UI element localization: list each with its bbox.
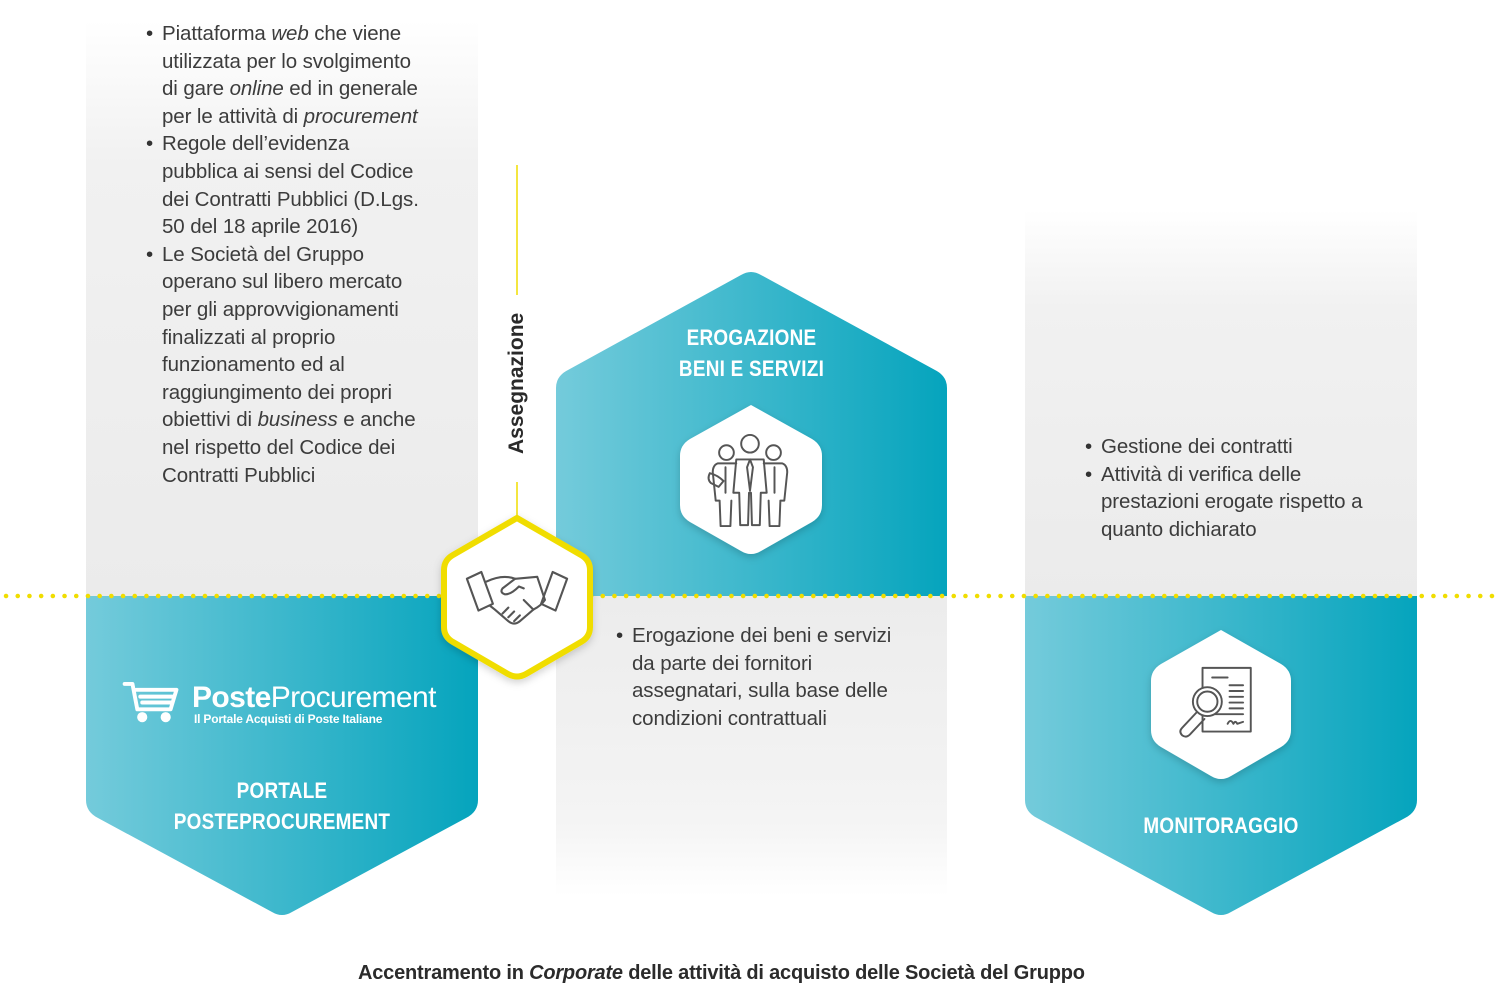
right-bullet-2: Attività di verifica delle prestazioni e… — [1085, 461, 1365, 544]
left-title-line-1: PORTALE — [236, 778, 328, 803]
middle-bullet-list: Erogazione dei beni e servizi da parte d… — [616, 622, 908, 732]
handshake-hexagon — [441, 514, 593, 680]
left-bullet-2: Regole dell’evidenza pubblica ai sensi d… — [146, 130, 426, 240]
left-title-line-2: POSTEPROCUREMENT — [173, 809, 391, 834]
logo-text-bold: Poste — [192, 681, 271, 714]
right-title: MONITORAGGIO — [1143, 813, 1299, 838]
right-bullet-1: Gestione dei contratti — [1085, 433, 1365, 461]
middle-bullet-1: Erogazione dei beni e servizi da parte d… — [616, 622, 908, 732]
middle-title-line-1: EROGAZIONE — [686, 325, 817, 350]
logo-text-light: Procurement — [270, 681, 437, 714]
left-teal-shape — [86, 596, 478, 915]
diagram-caption: Accentramento in Corporate delle attivit… — [358, 962, 1085, 984]
assegnazione-label: Assegnazione — [505, 312, 528, 454]
shopping-cart-icon — [122, 681, 179, 723]
left-bullet-1: Piattaforma web che viene utilizzata per… — [146, 20, 426, 130]
posteprocurement-logo-subtitle: Il Portale Acquisti di Poste Italiane — [194, 712, 383, 726]
left-title: PORTALE POSTEPROCUREMENT — [134, 775, 430, 837]
left-bullet-list: Piattaforma web che viene utilizzata per… — [146, 20, 426, 489]
people-group-icon — [707, 433, 789, 528]
handshake-icon — [465, 570, 569, 625]
document-magnifier-icon — [1179, 666, 1252, 738]
left-bullet-3: Le Società del Gruppo operano sul libero… — [146, 241, 426, 489]
right-bullet-list: Gestione dei contratti Attività di verif… — [1085, 433, 1365, 543]
posteprocurement-logo-text: PosteProcurement — [192, 681, 436, 715]
middle-title-line-2: BENI E SERVIZI — [678, 356, 825, 381]
middle-title: EROGAZIONE BENI E SERVIZI — [621, 322, 882, 384]
